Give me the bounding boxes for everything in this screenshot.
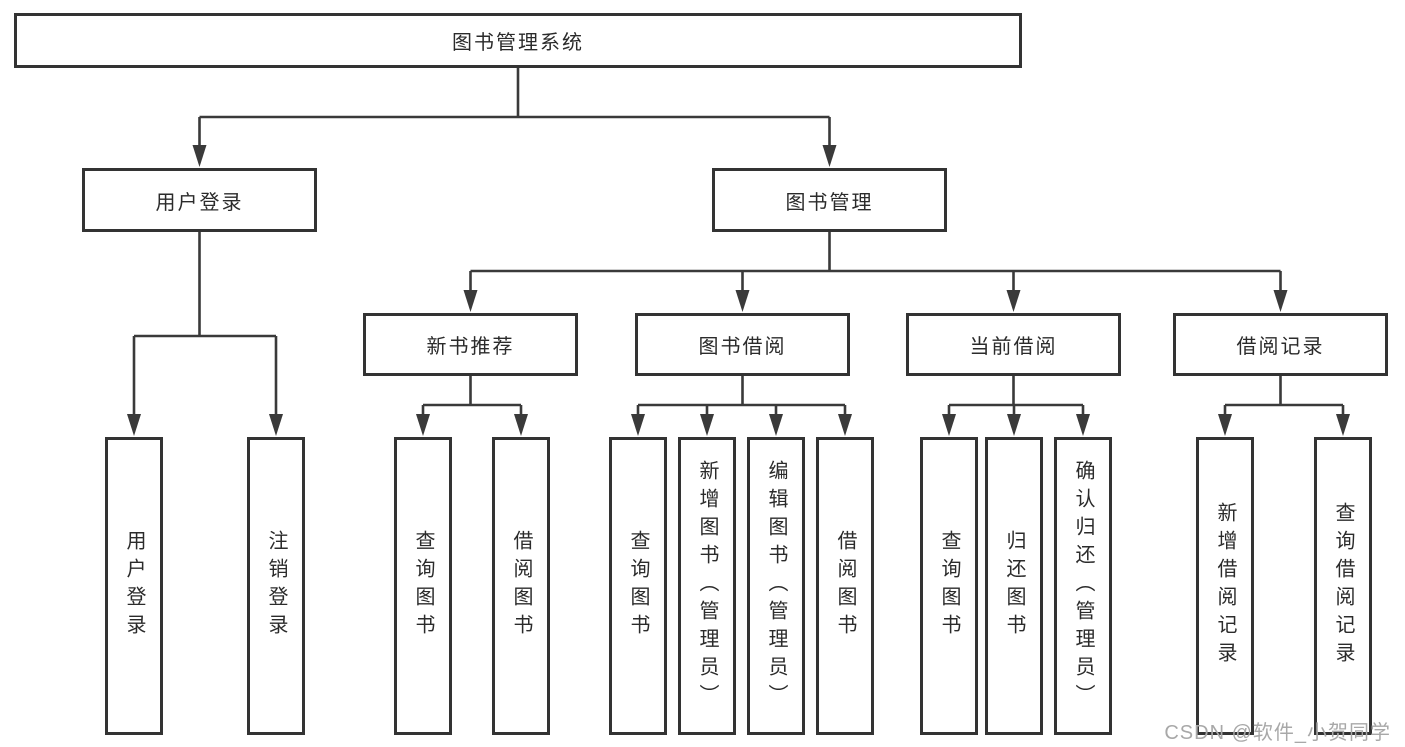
leaf-confirm-return-admin: 确认归还（管理员） <box>1054 437 1112 735</box>
csdn-watermark: CSDN @软件_小贺同学 <box>1164 722 1391 744</box>
leaf-query-borrow-record-label: 查询借阅记录 <box>1332 502 1354 670</box>
leaf-return-books-label: 归还图书 <box>1003 530 1025 642</box>
node-borrowing-records-label: 借阅记录 <box>1236 336 1325 358</box>
leaf-return-books: 归还图书 <box>985 437 1043 735</box>
leaf-add-borrow-record-label: 新增借阅记录 <box>1214 502 1236 670</box>
node-book-borrowing-label: 图书借阅 <box>698 336 787 358</box>
leaf-user-login-label: 用户登录 <box>123 530 145 642</box>
leaf-edit-books-admin-label: 编辑图书（管理员） <box>765 460 787 712</box>
leaf-borrow-books-recommend: 借阅图书 <box>492 437 550 735</box>
leaf-borrow-books-recommend-label: 借阅图书 <box>510 530 532 642</box>
leaf-confirm-return-admin-label: 确认归还（管理员） <box>1072 460 1094 712</box>
leaf-logout-label: 注销登录 <box>265 530 287 642</box>
leaf-borrow-books-label: 借阅图书 <box>834 530 856 642</box>
node-new-book-recommendation-label: 新书推荐 <box>426 336 515 358</box>
node-book-borrowing: 图书借阅 <box>635 313 850 376</box>
leaf-query-books-recommend: 查询图书 <box>394 437 452 735</box>
node-current-borrowing: 当前借阅 <box>906 313 1121 376</box>
leaf-query-books-recommend-label: 查询图书 <box>412 530 434 642</box>
node-user-login-group-label: 用户登录 <box>155 191 244 214</box>
node-borrowing-records: 借阅记录 <box>1173 313 1388 376</box>
leaf-query-books-current: 查询图书 <box>920 437 978 735</box>
leaf-query-books-current-label: 查询图书 <box>938 530 960 642</box>
leaf-borrow-books: 借阅图书 <box>816 437 874 735</box>
leaf-user-login: 用户登录 <box>105 437 163 735</box>
leaf-logout: 注销登录 <box>247 437 305 735</box>
node-current-borrowing-label: 当前借阅 <box>969 336 1058 358</box>
leaf-query-books-borrowing-label: 查询图书 <box>627 530 649 642</box>
node-root-system-label: 图书管理系统 <box>452 32 584 54</box>
leaf-add-books-admin: 新增图书（管理员） <box>678 437 736 735</box>
leaf-add-books-admin-label: 新增图书（管理员） <box>696 460 718 712</box>
leaf-add-borrow-record: 新增借阅记录 <box>1196 437 1254 735</box>
node-book-management-label: 图书管理 <box>785 191 874 214</box>
leaf-edit-books-admin: 编辑图书（管理员） <box>747 437 805 735</box>
node-user-login-group: 用户登录 <box>82 168 317 232</box>
node-root-system: 图书管理系统 <box>14 13 1022 68</box>
node-book-management: 图书管理 <box>712 168 947 232</box>
leaf-query-books-borrowing: 查询图书 <box>609 437 667 735</box>
node-new-book-recommendation: 新书推荐 <box>363 313 578 376</box>
leaf-query-borrow-record: 查询借阅记录 <box>1314 437 1372 735</box>
